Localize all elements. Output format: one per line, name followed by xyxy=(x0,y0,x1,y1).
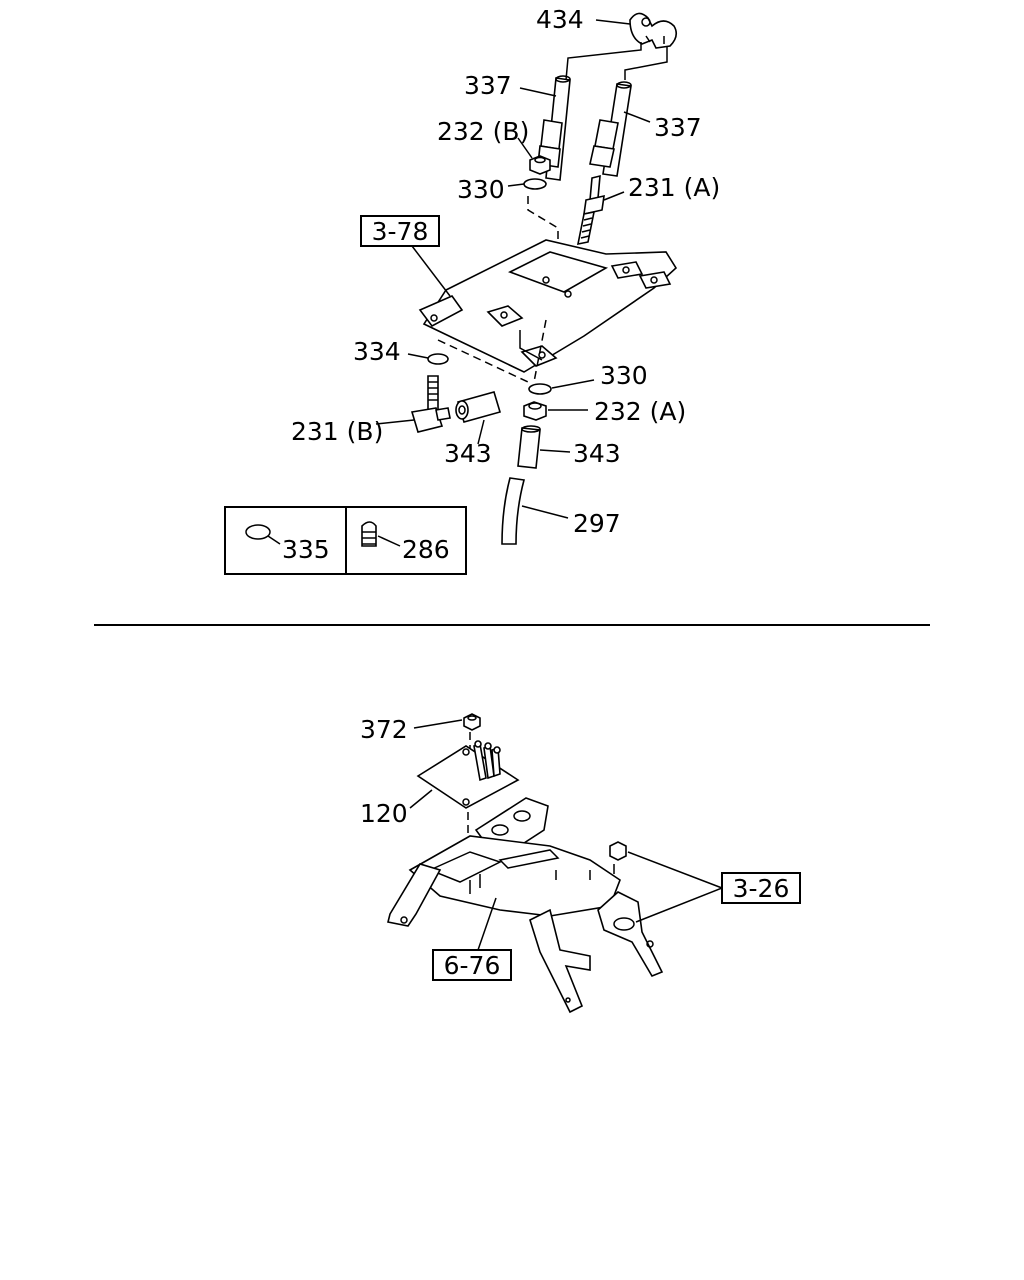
callout-297: 297 xyxy=(573,509,621,538)
nut-232b xyxy=(529,155,551,175)
spacer-343-left xyxy=(455,391,502,423)
washer-330-top xyxy=(523,178,547,190)
inset-cell-286: 286 xyxy=(402,535,450,564)
washer-334 xyxy=(427,353,449,365)
spacer-3-26 xyxy=(609,841,627,861)
ref-label-3-78: 3-78 xyxy=(372,217,429,246)
ref-box-6-76 xyxy=(432,949,512,981)
callout-337-left: 337 xyxy=(464,71,512,100)
lower-assembly: 3-26 6-76 372 120 xyxy=(360,713,801,1014)
oring-335-icon xyxy=(245,524,271,540)
callout-337-right: 337 xyxy=(654,113,702,142)
upper-assembly: 3-78 xyxy=(224,5,720,575)
hose-297 xyxy=(501,477,526,545)
inset-parts-table: 335 286 xyxy=(224,506,467,575)
elbow-fitting-231b xyxy=(410,375,451,433)
nut-232a xyxy=(523,401,547,421)
inset-cell-335: 335 xyxy=(282,535,330,564)
callout-434: 434 xyxy=(536,5,584,34)
callout-232b: 232 (B) xyxy=(437,117,529,146)
ref-label-6-76: 6-76 xyxy=(444,951,501,980)
bracket-plate xyxy=(418,239,678,373)
callout-232a: 232 (A) xyxy=(594,397,686,426)
washer-330-bottom xyxy=(528,383,552,395)
callout-330-bottom: 330 xyxy=(600,361,648,390)
plug-286-icon xyxy=(361,521,377,547)
bolt-231a xyxy=(576,174,605,246)
callout-343-left: 343 xyxy=(444,439,492,468)
callout-120: 120 xyxy=(360,799,408,828)
callout-231b: 231 (B) xyxy=(291,417,383,446)
nut-372 xyxy=(463,713,481,731)
ref-box-3-26 xyxy=(721,872,801,904)
clamp-434 xyxy=(629,12,678,49)
hose-fitting-337-right xyxy=(589,81,632,177)
spacer-343-right xyxy=(517,425,541,469)
ref-label-3-26: 3-26 xyxy=(733,874,790,903)
callout-343-right: 343 xyxy=(573,439,621,468)
bolt-cluster xyxy=(473,740,501,782)
plate-120 xyxy=(416,745,520,809)
ref-box-3-78 xyxy=(360,215,440,247)
mount-bracket-frame xyxy=(387,797,664,1014)
callout-330-top: 330 xyxy=(457,175,505,204)
callout-231a: 231 (A) xyxy=(628,173,720,202)
callout-372: 372 xyxy=(360,715,408,744)
callout-334: 334 xyxy=(353,337,401,366)
